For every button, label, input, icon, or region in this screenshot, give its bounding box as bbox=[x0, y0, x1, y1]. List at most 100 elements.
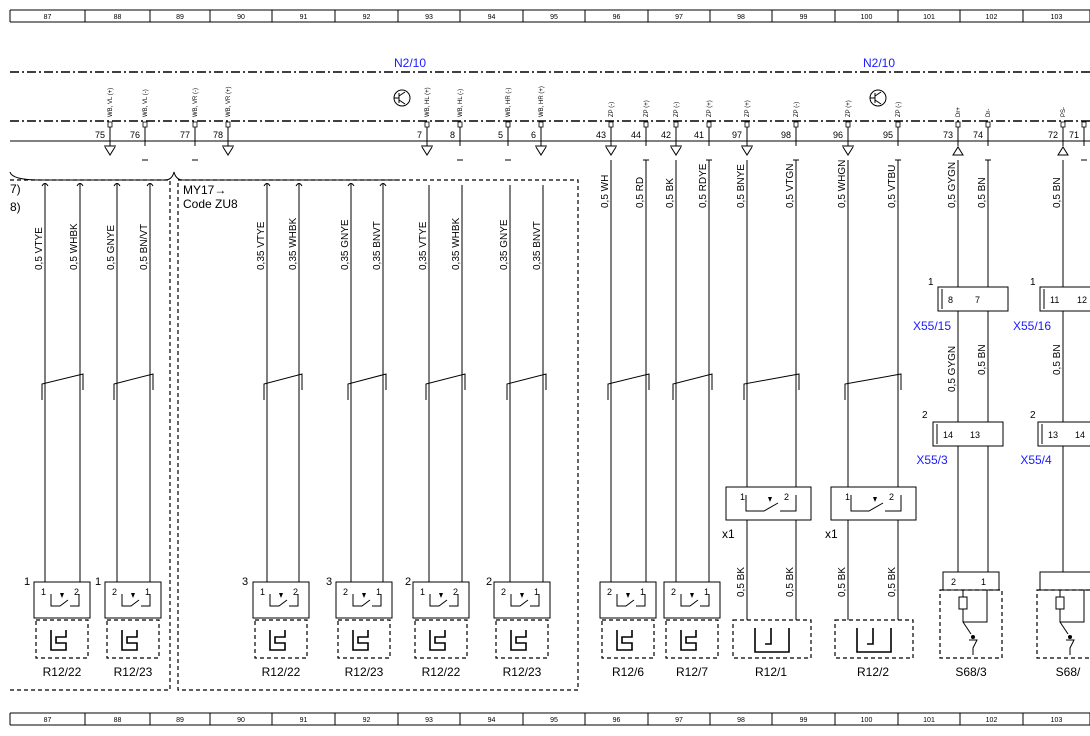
frame-left bbox=[10, 179, 171, 691]
wire: 0,5 VTYE bbox=[34, 227, 45, 270]
component-pin: 1 bbox=[41, 587, 46, 597]
wire: 0,35 WHBK bbox=[451, 217, 462, 270]
wires: 0,5 VTYE 0,5 WHBK 0,5 GNYE 0,5 BN/VT 0,35 VT… bbox=[34, 160, 1064, 620]
wire-label: 0,35 WHBK bbox=[451, 217, 462, 270]
pin-label: WB, HR (-) bbox=[506, 88, 512, 117]
connector-index: 2 bbox=[1030, 410, 1036, 421]
grid-number: 87 bbox=[44, 717, 52, 724]
switch-pin: 1 bbox=[740, 492, 745, 502]
pin-label: WB, VL (+) bbox=[108, 88, 114, 117]
wire-label: 0,5 VTBU bbox=[887, 165, 898, 208]
component-name: R12/1 bbox=[755, 665, 787, 679]
switch-pin: 1 bbox=[845, 492, 850, 502]
pin: ZP (-)43 bbox=[596, 102, 617, 156]
pin: WB, HR (+)6 bbox=[531, 86, 547, 156]
frame-note-line2: Code ZU8 bbox=[183, 197, 238, 211]
pin-label: ZP (+) bbox=[846, 100, 852, 117]
wire-label: 0,5 BK bbox=[887, 567, 898, 597]
wire-label: 0,5 BN bbox=[1052, 177, 1063, 208]
connector-pin: 12 bbox=[1077, 295, 1087, 305]
pin: WB, VR (+)78 bbox=[213, 86, 234, 156]
wire: 0,5 GYGN bbox=[947, 162, 958, 208]
pin-number: 6 bbox=[531, 130, 536, 140]
grid-number: 101 bbox=[923, 717, 935, 724]
grid-number: 87 bbox=[44, 14, 52, 21]
wire-label: 0,5 BN/VT bbox=[139, 224, 150, 270]
grid-number: 103 bbox=[1051, 717, 1063, 724]
wire-label: 0,5 RDYE bbox=[698, 163, 709, 208]
pin: ZP (+)41 bbox=[694, 100, 713, 161]
component-name: R12/23 bbox=[114, 665, 153, 679]
pin-number: 75 bbox=[95, 130, 105, 140]
connector-pin: 14 bbox=[943, 430, 953, 440]
frame-note-line1: MY17→ bbox=[183, 183, 226, 197]
wire: 0,5 BN/VT bbox=[139, 224, 150, 270]
wire: 0,35 WHBK bbox=[288, 217, 299, 270]
component-pin: 1 bbox=[981, 577, 986, 587]
pin-label: WB, VL (-) bbox=[143, 89, 149, 117]
switch-pin: 2 bbox=[889, 492, 894, 502]
pin-number: 95 bbox=[883, 130, 893, 140]
component-pin: 2 bbox=[671, 587, 676, 597]
grid-number: 89 bbox=[176, 717, 184, 724]
wire-label: 0,5 BK bbox=[837, 567, 848, 597]
wire: 0,5 BN bbox=[1052, 177, 1063, 208]
shield-break bbox=[506, 373, 547, 400]
grid-number: 90 bbox=[237, 14, 245, 21]
component-pin: 2 bbox=[74, 587, 79, 597]
wire: 0,5 WHGN bbox=[837, 160, 848, 208]
component-index: 2 bbox=[405, 576, 411, 588]
grid-number: 97 bbox=[675, 717, 683, 724]
edge-note-1: 7) bbox=[10, 182, 21, 196]
component-index: 3 bbox=[326, 576, 332, 588]
pin-label: ZP (+) bbox=[644, 100, 650, 117]
wire-label: 0,35 GNYE bbox=[340, 219, 351, 270]
pin-label: WB, VR (-) bbox=[193, 88, 199, 117]
harness-brace bbox=[9, 171, 400, 181]
pin: WB, HR (-)5 bbox=[498, 88, 512, 161]
grid-number: 88 bbox=[114, 14, 122, 21]
component-pin: 2 bbox=[293, 587, 298, 597]
pin-label: ZP (-) bbox=[794, 102, 800, 117]
switch-pin: 2 bbox=[784, 492, 789, 502]
pin: ZP (+)97 bbox=[732, 100, 753, 156]
grid-number: 103 bbox=[1051, 14, 1063, 21]
component-name: R12/6 bbox=[612, 665, 644, 679]
pin-label: ZP (-) bbox=[896, 102, 902, 117]
shield-break bbox=[347, 373, 387, 400]
connector-index: 1 bbox=[928, 277, 934, 288]
module-label-right: N2/10 bbox=[863, 56, 895, 70]
grid-number: 88 bbox=[114, 717, 122, 724]
wire-label: 0,35 BNVT bbox=[372, 221, 383, 270]
component-pin: 2 bbox=[607, 587, 612, 597]
pin-label: WB, HL (+) bbox=[425, 87, 431, 117]
shield-break bbox=[607, 373, 650, 400]
pin-number: 98 bbox=[781, 130, 791, 140]
wire-label: 0,35 VTYE bbox=[256, 221, 267, 270]
grid-number: 100 bbox=[861, 14, 873, 21]
wire-label: 0,5 WHBK bbox=[69, 223, 80, 270]
wire-label: 0,5 BN bbox=[1052, 344, 1063, 375]
wire: 0,5 VTBU bbox=[887, 165, 898, 208]
wire-label: 0,5 BK bbox=[665, 178, 676, 208]
pin: 71 bbox=[1069, 121, 1087, 161]
component-pin: 1 bbox=[145, 587, 150, 597]
wire: 0,5 GNYE bbox=[106, 225, 117, 270]
pin: Dr+73 bbox=[943, 107, 964, 156]
pin-label: WB, VR (+) bbox=[226, 86, 232, 117]
shield-break bbox=[41, 373, 84, 400]
wire-label: 0,5 VTYE bbox=[34, 227, 45, 270]
pin: ZP (-) 95 bbox=[883, 102, 902, 161]
pin-number: 72 bbox=[1048, 130, 1058, 140]
wire-label: 0,5 BNYE bbox=[736, 164, 747, 208]
wire: 0,5 BK bbox=[665, 178, 676, 208]
component: R12/2 bbox=[834, 619, 914, 679]
